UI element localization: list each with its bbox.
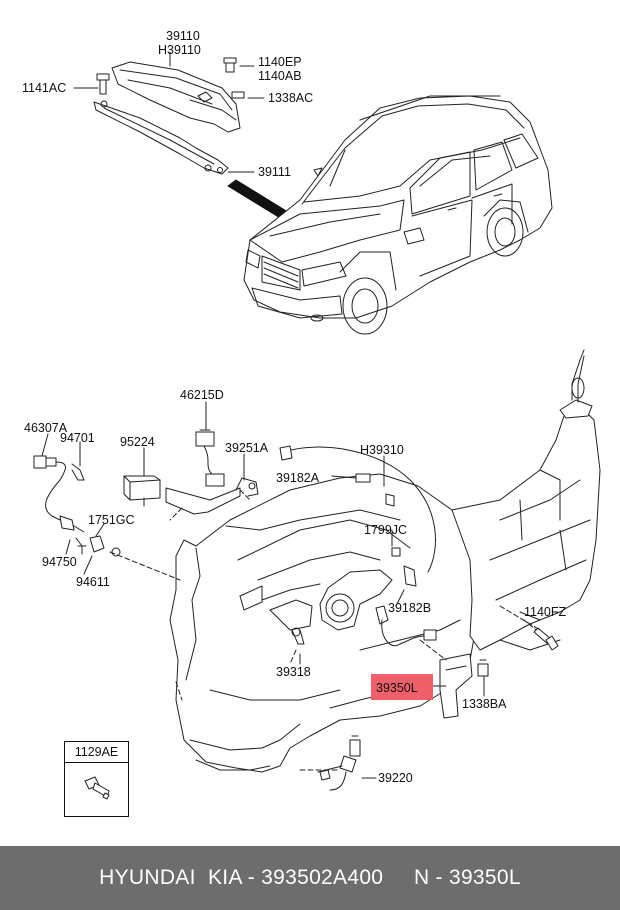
label-1140ab: 1140AB [258, 69, 302, 83]
label-39350l: 39350L [376, 681, 418, 695]
label-1338ba: 1338BA [462, 697, 507, 711]
label-1338ac: 1338AC [268, 91, 313, 105]
label-39318: 39318 [276, 665, 311, 679]
bracket-1338ba [439, 653, 489, 719]
label-39182b: 39182B [388, 601, 431, 615]
label-1141ac: 1141AC [22, 81, 66, 95]
label-94750: 94750 [42, 555, 77, 569]
part-labels: 39110 H39110 1141AC 1140EP 1140AB 1338AC… [22, 29, 567, 785]
label-95224: 95224 [120, 435, 155, 449]
o2-sensor-39350l [375, 605, 437, 647]
connector-bracket [165, 429, 259, 515]
label-39220: 39220 [378, 771, 413, 785]
label-1751gc: 1751GC [88, 513, 135, 527]
label-39182a: 39182A [276, 471, 320, 485]
label-h39310: H39310 [360, 443, 404, 457]
transmission [451, 349, 601, 651]
label-1799jc: 1799JC [364, 523, 407, 537]
dashed-leaders [109, 489, 541, 771]
label-39110: 39110 [166, 29, 200, 43]
o2-sensor-left [33, 455, 121, 557]
engine-block [169, 473, 481, 773]
footer-banner: HYUNDAI KIA - 393502A400 N - 39350L [0, 846, 620, 910]
parts-diagram: 39110 H39110 1141AC 1140EP 1140AB 1338AC… [22, 29, 601, 791]
label-1140ep: 1140EP [258, 55, 302, 69]
wiring-harness [283, 446, 436, 573]
legend-box: 1129AE [64, 741, 129, 817]
label-46215d: 46215D [180, 388, 224, 402]
suv-drawing [243, 95, 553, 335]
o2-sensor-39220 [317, 735, 361, 791]
label-39251a: 39251A [225, 441, 269, 455]
label-46307a: 46307A [24, 421, 68, 435]
label-39111: 39111 [258, 165, 291, 179]
highlight-box [371, 674, 433, 700]
label-94701: 94701 [60, 431, 95, 445]
label-h39110: H39110 [158, 43, 201, 57]
label-1140fz: 1140FZ [524, 605, 567, 619]
relay [123, 475, 161, 507]
bolt-1140fz [523, 619, 559, 651]
bolt-icon [84, 776, 110, 800]
label-94611: 94611 [76, 575, 110, 589]
leader-lines [41, 51, 541, 779]
legend-code: 1129AE [65, 742, 128, 763]
engine-cover-drawing [93, 57, 245, 175]
